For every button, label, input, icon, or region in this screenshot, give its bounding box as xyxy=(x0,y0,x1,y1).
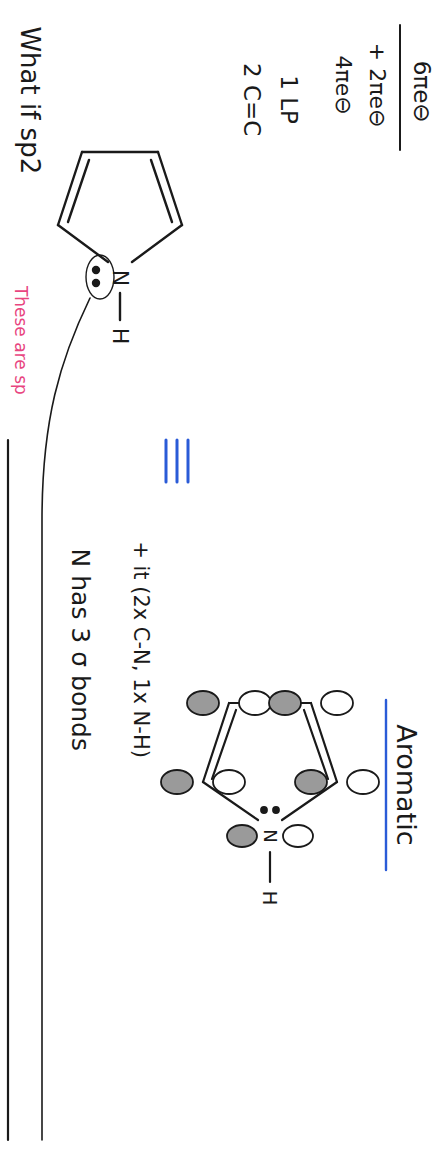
pyrrole-orbitals xyxy=(161,691,379,882)
ring-bond xyxy=(82,151,158,153)
equivalence-bar xyxy=(165,440,168,482)
p-lobe xyxy=(239,691,271,715)
equivalence-bar xyxy=(176,440,179,482)
p-lobe xyxy=(213,770,245,794)
p-orbitals xyxy=(161,691,379,847)
atom-label: N xyxy=(108,270,132,286)
n-h-bond xyxy=(269,852,271,882)
lone-pair-dot xyxy=(273,807,279,813)
lone-pair-dot xyxy=(93,267,99,273)
aromatic-underline xyxy=(385,700,387,870)
ring-bond xyxy=(132,225,182,262)
lone-pair-dot xyxy=(261,807,267,813)
underline xyxy=(385,700,387,870)
atom-label: H xyxy=(259,890,281,905)
electron-total: 6πe⊖ xyxy=(408,61,433,123)
lone-pair-dot xyxy=(93,280,99,286)
count-label: 1 LP xyxy=(275,76,300,125)
sum-line xyxy=(399,25,401,150)
atom-label: N xyxy=(260,829,280,842)
ring-bond xyxy=(58,225,108,262)
p-lobe xyxy=(283,825,313,847)
double-bond xyxy=(68,160,89,222)
count-label: 2 C=C xyxy=(239,63,264,136)
page-rule xyxy=(7,440,9,1140)
n-h-bond xyxy=(119,293,121,320)
note-text: + it (2x C-N, 1x N-H) xyxy=(128,542,151,759)
equivalence-symbol xyxy=(166,440,188,482)
p-lobe xyxy=(161,770,193,794)
p-lobe xyxy=(295,770,327,794)
p-lobe xyxy=(269,691,301,715)
conclusion-text: Aromatic xyxy=(392,724,422,845)
pink-note: These are sp xyxy=(11,286,30,395)
double-bond xyxy=(212,710,236,779)
pyrrole-skeletal xyxy=(42,152,182,1140)
equivalence-bar xyxy=(187,440,190,482)
p-lobe xyxy=(321,691,353,715)
double-bond xyxy=(151,160,172,222)
page-rule-line xyxy=(7,440,9,1140)
note-text: N has 3 σ bonds xyxy=(66,549,94,751)
double-bond xyxy=(304,710,328,779)
p-lobe xyxy=(227,825,257,847)
p-lobe xyxy=(347,770,379,794)
sum-rule xyxy=(399,25,401,150)
heading-note: What if sp2 xyxy=(16,26,45,174)
electron-count: + 2πe⊖ xyxy=(365,43,389,128)
atom-label: H xyxy=(108,328,132,345)
p-lobe xyxy=(187,691,219,715)
electron-count: 4πe⊖ xyxy=(331,55,355,114)
